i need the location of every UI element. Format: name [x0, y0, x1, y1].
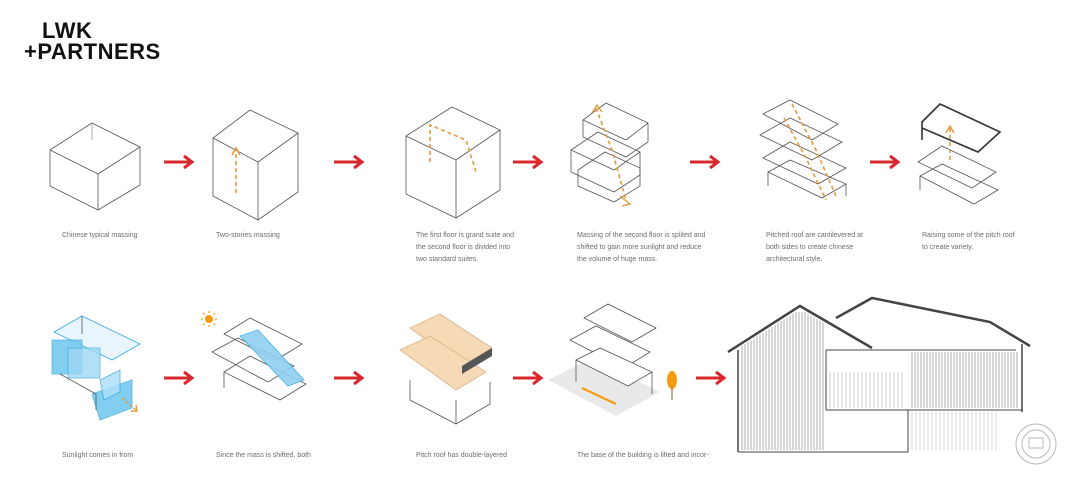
brand-logo: LWK +PARTNERS	[24, 18, 161, 64]
brand-line-2: +PARTNERS	[24, 39, 161, 64]
flow-arrow-2	[332, 154, 364, 170]
massing-diagram-10	[548, 303, 660, 416]
flow-arrow-9	[694, 370, 726, 386]
massing-diagram-3	[405, 106, 501, 219]
flow-arrow-4	[688, 154, 720, 170]
massing-diagram-1	[49, 122, 141, 211]
flow-arrow-8	[511, 370, 543, 386]
final-elevation	[727, 296, 1031, 453]
caption-step-5: Pitched roof are cantilevered at both si…	[766, 232, 863, 263]
massing-diagram-5	[759, 99, 847, 201]
massing-diagram-2	[212, 109, 299, 221]
caption-step-10: The base of the building is lifted and i…	[577, 452, 709, 459]
elevation-cladding	[741, 312, 1018, 450]
flow-arrow-5	[868, 154, 900, 170]
caption-step-8: Since the mass is shifted, both	[216, 452, 311, 459]
caption-step-2: Two-stories massing	[216, 232, 280, 239]
flow-arrow-7	[332, 370, 364, 386]
stamp-icon	[1015, 423, 1057, 465]
massing-diagram-4	[570, 102, 649, 207]
caption-step-9: Pitch roof has double-layered	[416, 452, 508, 459]
massing-diagram-8	[211, 317, 307, 401]
massing-diagram-9	[399, 313, 493, 425]
brand-line-1: LWK	[42, 18, 93, 43]
caption-step-7: Sunlight comes in from	[62, 452, 134, 459]
caption-step-3: The first floor is grand suite and the s…	[416, 232, 515, 263]
tree-icon	[667, 371, 677, 400]
sun-icon	[201, 311, 217, 327]
caption-step-6: Raising some of the pitch roof to create…	[922, 232, 1015, 251]
massing-diagram-7	[51, 315, 141, 421]
flow-arrow-3	[511, 154, 543, 170]
caption-step-1: Chinese typical massing	[62, 232, 138, 239]
flow-arrow-6	[162, 370, 194, 386]
flow-arrow-1	[162, 154, 194, 170]
massing-diagram-6	[917, 103, 1002, 205]
caption-step-4: Massing of the second floor is splited a…	[577, 232, 706, 263]
